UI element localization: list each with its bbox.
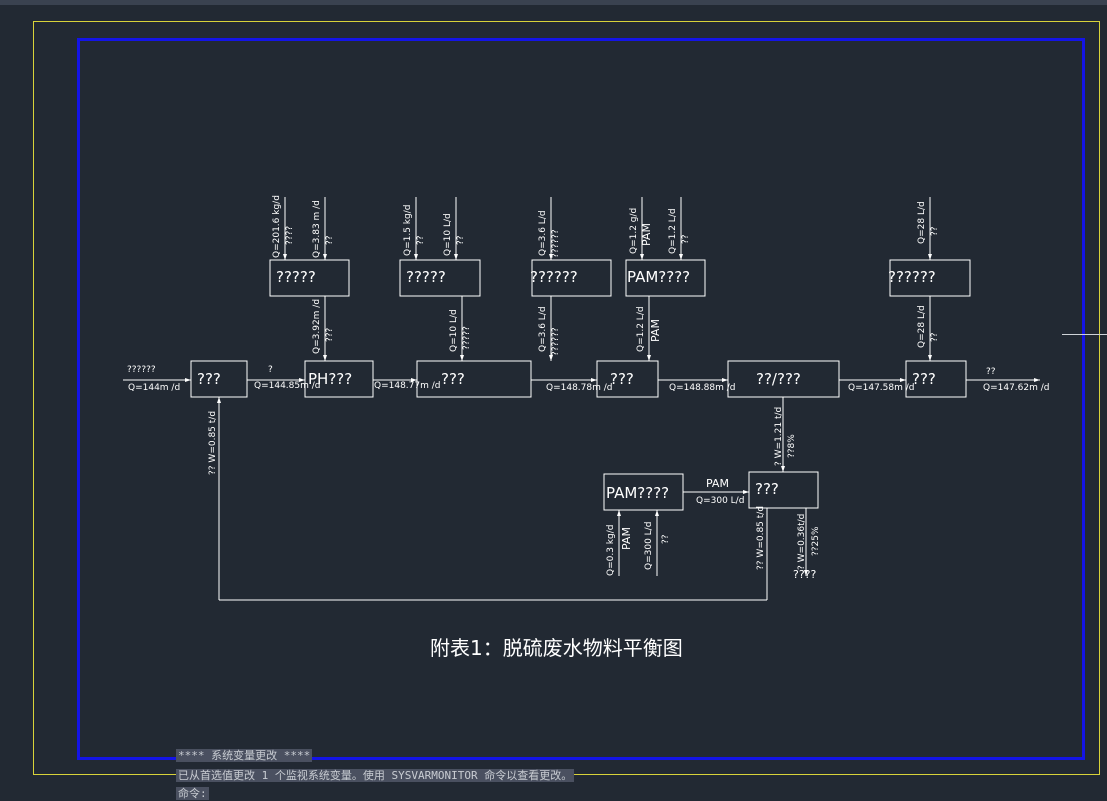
v9-label-b: PAM [640,223,653,246]
flow5-q: Q=147.58m /d [848,383,915,393]
v4-label: Q=1.5 kg/d [403,205,413,256]
v10-label-b: ?? [681,234,691,244]
box-label-t5: ?????? [888,268,936,286]
v1-label: Q=201.6 kg/d [272,195,282,258]
v14-label-b: ??8% [787,434,797,458]
outlet-q: Q=147.62m /d [983,383,1050,393]
v9-label: Q=1.2 g/d [629,208,639,254]
v16-label-b: ?? [661,534,671,544]
box-t1[interactable] [269,259,350,297]
v13-label-b: ?? [930,332,940,342]
drawing-frame [77,38,1085,760]
return-label: ?? W=0.85 t/d [208,411,218,475]
box-label-b6: ??? [912,370,936,388]
box-label-b3: ??? [441,370,465,388]
box-t2[interactable] [399,259,481,297]
box-t4[interactable] [625,259,706,297]
v15-label: Q=0.3 kg/d [606,525,616,576]
v12-label: Q=28 L/d [917,201,927,244]
flow2-q: Q=148.77m /d [374,381,441,391]
box-label-b4: ??? [610,370,634,388]
v11-label-b: PAM [649,319,662,342]
outlet-name: ?? [986,367,996,377]
v3-label-b: ??? [325,327,335,342]
command-history-line-1: **** 系统变量更改 **** [176,749,313,762]
flow3-q: Q=148.78m /d [546,383,613,393]
toolbar-strip [0,0,1107,5]
pam-flow-bottom: Q=300 L/d [696,496,744,506]
box-label-pam-bottom: PAM???? [606,484,669,502]
v7-label-b: ?????? [551,229,561,258]
flow4-q: Q=148.88m /d [669,383,736,393]
v18-label-b: ??25% [811,526,821,556]
v13-label: Q=28 L/d [917,305,927,348]
v5-label-b: ?? [456,235,466,245]
flow1-name: ? [268,365,273,375]
v18-label: ? W=0.36t/d [797,514,807,570]
v6-label: Q=10 L/d [449,309,459,352]
v11-label: Q=1.2 L/d [636,306,646,352]
box-label-sludge: ??? [755,480,779,498]
v10-label: Q=1.2 L/d [668,208,678,254]
inlet-name: ?????? [127,365,156,375]
v18-label-c: ???? [793,568,817,581]
v16-label: Q=300 L/d [644,522,654,570]
v2-label: Q=3.83 m /d [312,200,322,258]
pam-flow-top: PAM [706,477,729,490]
command-history-line-2: 已从首选值更改 1 个监视系统变量。使用 SYSVARMONITOR 命令以查看… [176,769,575,782]
box-label-t4: PAM???? [627,268,690,286]
command-prompt[interactable]: 命令: [176,787,209,800]
box-label-t3: ?????? [530,268,578,286]
v3-label: Q=3.92m /d [312,299,322,354]
v6-label-b: ????? [462,326,472,350]
v12-label-b: ?? [930,226,940,236]
v14-label: ? W=1.21 t/d [774,407,784,466]
cursor-crosshair [1062,334,1107,335]
box-label-b5: ??/??? [756,370,801,388]
drawing-title: 附表1：脱硫废水物料平衡图 [430,636,683,660]
flow1-q: Q=144.85m /d [254,381,321,391]
box-label-t1: ????? [276,268,316,286]
box-b3[interactable] [416,360,532,398]
box-b4[interactable] [596,360,659,398]
v1-label-b: ???? [285,226,295,245]
v17-label: ?? W=0.85 t/d [756,506,766,570]
v8-label: Q=3.6 L/d [538,306,548,352]
v7-label: Q=3.6 L/d [538,210,548,256]
inlet-flow: Q=144m /d [128,383,180,393]
box-t3[interactable] [531,259,612,297]
box-label-b2: PH??? [308,370,352,388]
v2-label-b: ?? [325,235,335,245]
v15-label-b: PAM [620,527,633,550]
v5-label: Q=10 L/d [443,213,453,256]
box-label-t2: ????? [406,268,446,286]
box-b6[interactable] [905,360,967,398]
v4-label-b: ?? [416,235,426,245]
box-b2[interactable] [304,360,374,398]
v8-label-b: ?????? [551,327,561,356]
box-label-b1: ??? [197,370,221,388]
